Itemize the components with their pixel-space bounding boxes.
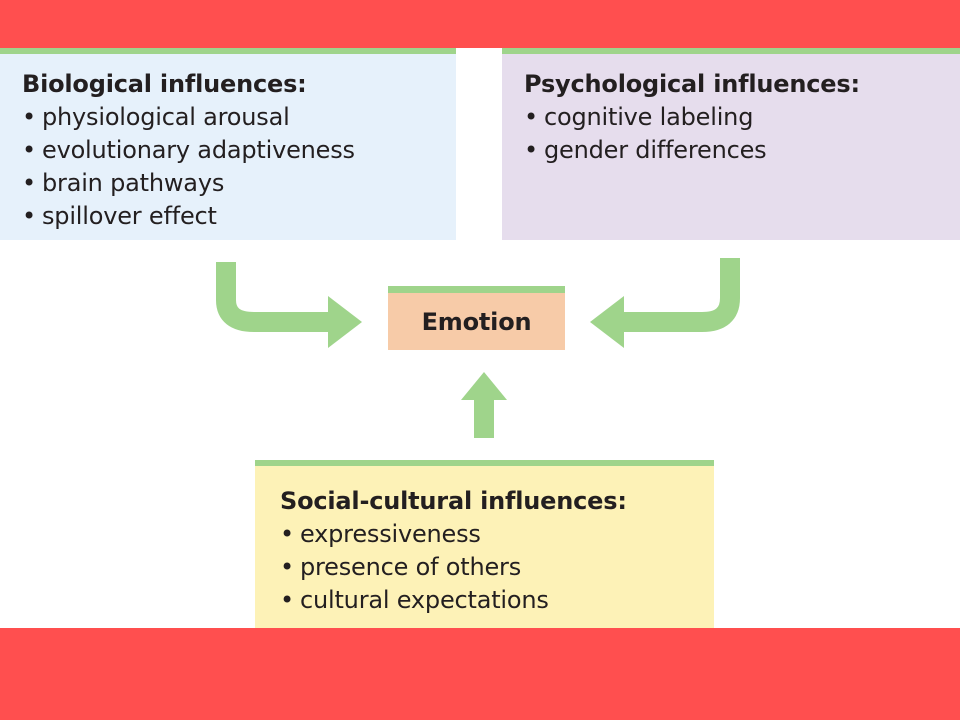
bullet-icon: •	[22, 169, 36, 197]
list-item: •spillover effect	[22, 200, 456, 233]
social-cultural-to-emotion-arrow-icon	[461, 372, 507, 438]
emotion-box: Emotion	[388, 286, 565, 350]
list-item: •presence of others	[280, 551, 714, 584]
biological-influences-box: Biological influences: •physiological ar…	[0, 48, 456, 240]
social-cultural-list: •expressiveness •presence of others •cul…	[280, 518, 714, 617]
list-item: •evolutionary adaptiveness	[22, 134, 456, 167]
list-item: •expressiveness	[280, 518, 714, 551]
biological-list: •physiological arousal •evolutionary ada…	[22, 101, 456, 233]
list-item: •brain pathways	[22, 167, 456, 200]
social-cultural-influences-box: Social-cultural influences: •expressiven…	[255, 460, 714, 628]
bullet-icon: •	[22, 103, 36, 131]
social-cultural-title: Social-cultural influences:	[280, 487, 627, 515]
psychological-list: •cognitive labeling •gender differences	[524, 101, 960, 167]
top-band	[0, 0, 960, 48]
list-item: •physiological arousal	[22, 101, 456, 134]
psychological-influences-box: Psychological influences: •cognitive lab…	[502, 48, 960, 240]
bullet-icon: •	[280, 520, 294, 548]
bullet-icon: •	[280, 586, 294, 614]
bullet-icon: •	[524, 103, 538, 131]
bullet-icon: •	[22, 202, 36, 230]
bottom-band	[0, 628, 960, 720]
biological-title: Biological influences:	[22, 70, 307, 98]
bullet-icon: •	[22, 136, 36, 164]
psychological-to-emotion-arrow-icon	[590, 258, 740, 348]
psychological-title: Psychological influences:	[524, 70, 860, 98]
list-item: •gender differences	[524, 134, 960, 167]
biological-to-emotion-arrow-icon	[216, 262, 362, 348]
list-item: •cognitive labeling	[524, 101, 960, 134]
bullet-icon: •	[280, 553, 294, 581]
list-item: •cultural expectations	[280, 584, 714, 617]
bullet-icon: •	[524, 136, 538, 164]
emotion-label: Emotion	[421, 307, 532, 336]
